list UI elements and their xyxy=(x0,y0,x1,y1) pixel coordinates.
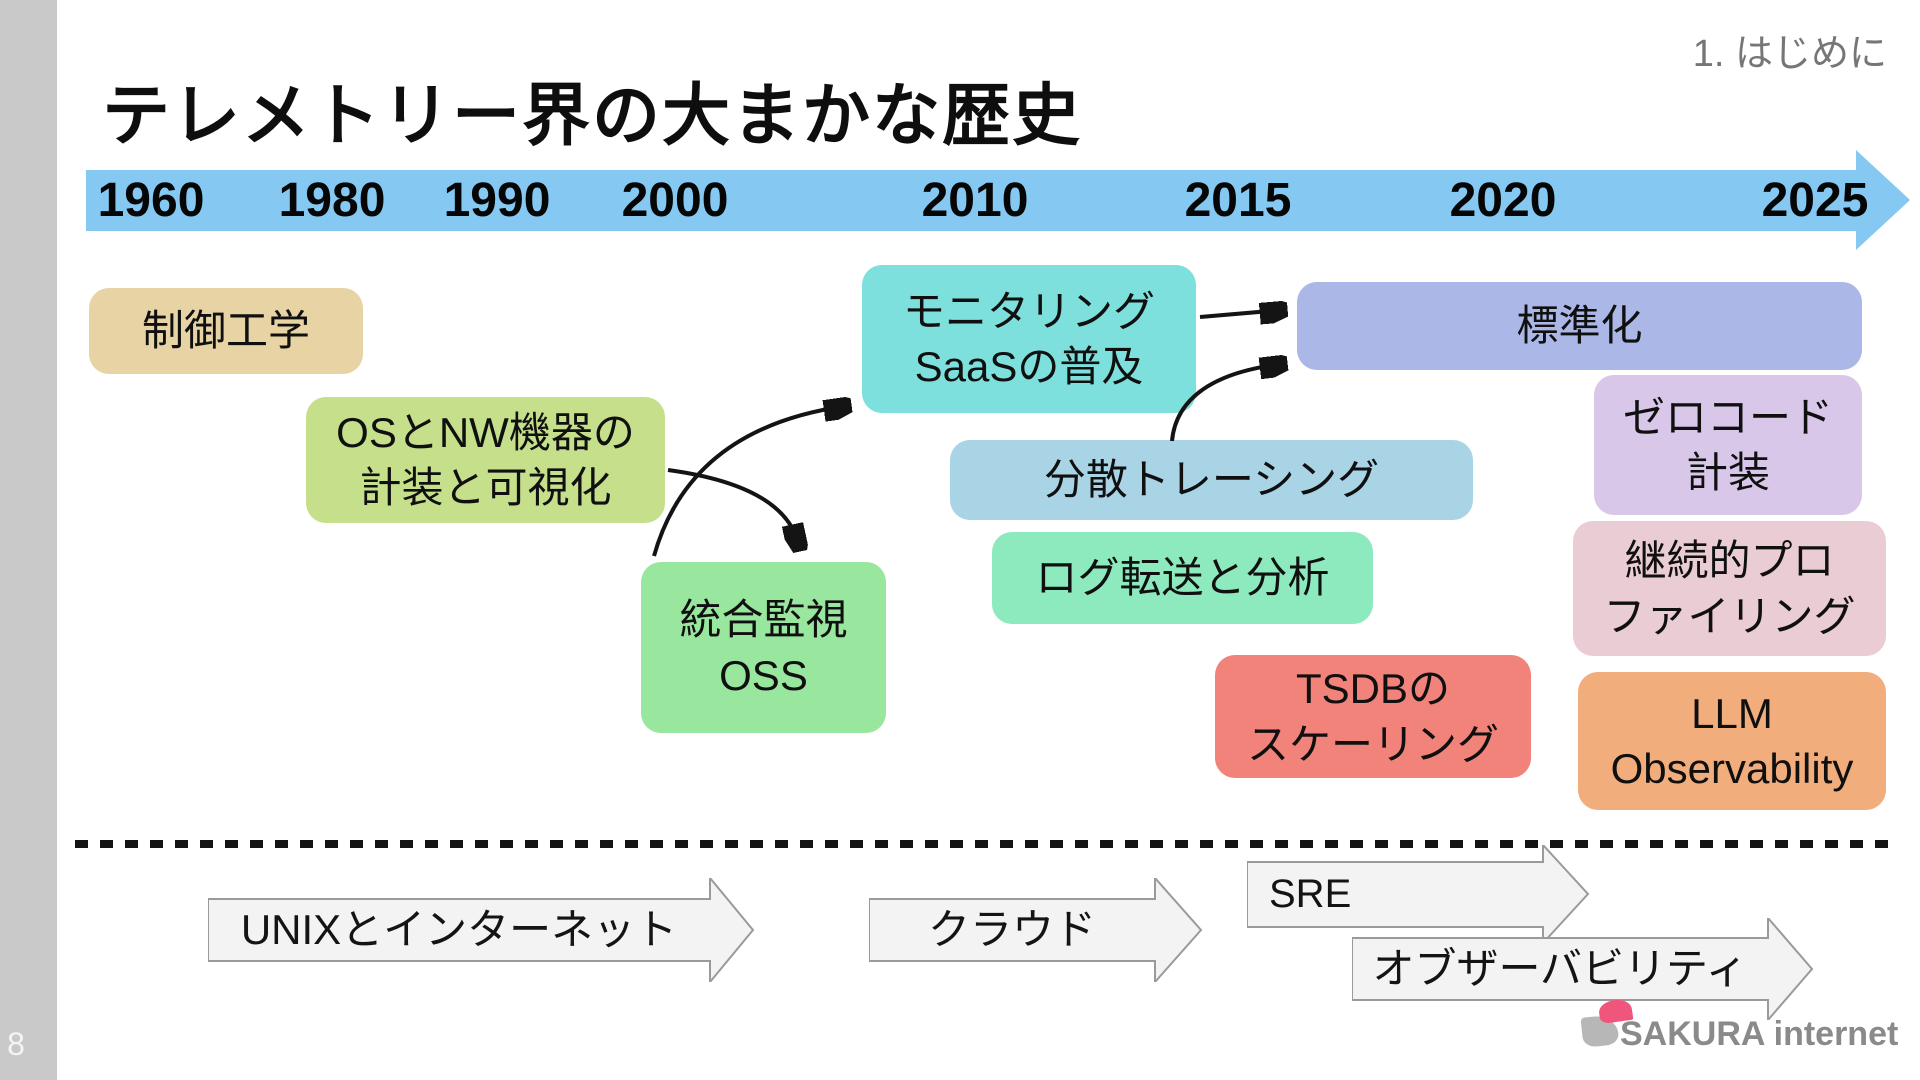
box-label-line2: スケーリング xyxy=(1246,720,1499,768)
page-number: 8 xyxy=(7,1026,25,1062)
era-arrow-cloud: クラウド xyxy=(869,878,1204,982)
timeline-year-1960: 1960 xyxy=(97,174,205,227)
era-arrow-shape xyxy=(1352,918,1814,1020)
timeline-year-2015: 2015 xyxy=(1184,174,1292,227)
box-label-line2: ファイリング xyxy=(1603,592,1856,640)
box-label-line2: 計装と可視化 xyxy=(359,464,612,511)
era-label: オブザーバビリティ xyxy=(1372,945,1748,992)
era-arrow-observability: オブザーバビリティ xyxy=(1352,918,1815,1020)
box-integrated-monitoring-oss: 統合監視 OSS xyxy=(641,562,886,733)
box-label: 分散トレーシング xyxy=(1043,456,1380,504)
era-arrow-unix-internet: UNIXとインターネット xyxy=(208,878,756,982)
box-label-line2: Observability xyxy=(1610,745,1854,792)
box-llm-observability: LLM Observability xyxy=(1578,672,1886,810)
box-os-nw-instrumentation: OSとNW機器の 計装と可視化 xyxy=(306,397,665,523)
era-arrow-shape xyxy=(869,878,1203,982)
logo-text: SAKURA internet xyxy=(1620,1015,1899,1053)
box-tsdb-scaling: TSDBの スケーリング xyxy=(1215,655,1531,778)
timeline-year-1980: 1980 xyxy=(278,174,386,227)
arrow-saas-to-standardization xyxy=(1199,310,1282,317)
dashed-separator xyxy=(75,840,1890,848)
box-standardization: 標準化 xyxy=(1297,282,1862,370)
left-gray-sidebar xyxy=(0,0,57,1080)
timeline-year-2025: 2025 xyxy=(1761,174,1869,227)
timeline-year-2000: 2000 xyxy=(621,174,729,227)
timeline-year-2010: 2010 xyxy=(921,174,1029,227)
sakura-internet-logo: SAKURA internet xyxy=(1580,995,1920,1065)
timeline-year-1990: 1990 xyxy=(443,174,551,227)
page-title: テレメトリー界の大まかな歴史 xyxy=(102,77,1083,154)
box-monitoring-saas: モニタリング SaaSの普及 xyxy=(862,265,1196,413)
timeline-bar xyxy=(86,170,1858,231)
box-log-forwarding-analysis: ログ転送と分析 xyxy=(992,532,1373,624)
box-label-line1: ゼロコード xyxy=(1622,393,1833,441)
box-control-engineering: 制御工学 xyxy=(89,288,363,374)
box-label-line1: 統合監視 xyxy=(679,596,848,644)
box-label-line2: OSS xyxy=(719,651,808,699)
box-zero-code-instrumentation: ゼロコード 計装 xyxy=(1594,375,1862,515)
box-distributed-tracing: 分散トレーシング xyxy=(950,440,1473,520)
box-label-line1: TSDBの xyxy=(1295,665,1450,713)
era-label: クラウド xyxy=(927,906,1096,953)
box-continuous-profiling: 継続的プロ ファイリング xyxy=(1573,521,1886,656)
arrow-osnw-to-oss xyxy=(667,468,799,546)
box-label-line1: 継続的プロ xyxy=(1624,537,1835,585)
box-label-line1: モニタリング xyxy=(902,287,1155,335)
box-label: 制御工学 xyxy=(141,307,310,355)
arrow-oss-to-saas xyxy=(652,406,846,557)
box-label: 標準化 xyxy=(1516,302,1643,350)
timeline-year-2020: 2020 xyxy=(1449,174,1557,227)
era-label: SRE xyxy=(1269,872,1352,916)
era-arrow-shape xyxy=(1247,845,1590,943)
box-label-line1: OSとNW機器の xyxy=(336,408,635,456)
era-label: UNIXとインターネット xyxy=(240,906,678,953)
timeline-arrowhead-icon xyxy=(1856,150,1910,250)
era-arrow-shape xyxy=(208,878,755,982)
box-label-line2: 計装 xyxy=(1685,449,1770,496)
box-label: ログ転送と分析 xyxy=(1035,554,1330,602)
section-label: 1. はじめに xyxy=(1692,33,1887,75)
box-label-line2: SaaSの普及 xyxy=(914,343,1144,390)
era-arrow-sre: SRE xyxy=(1247,845,1591,943)
box-label-line1: LLM xyxy=(1691,689,1773,737)
